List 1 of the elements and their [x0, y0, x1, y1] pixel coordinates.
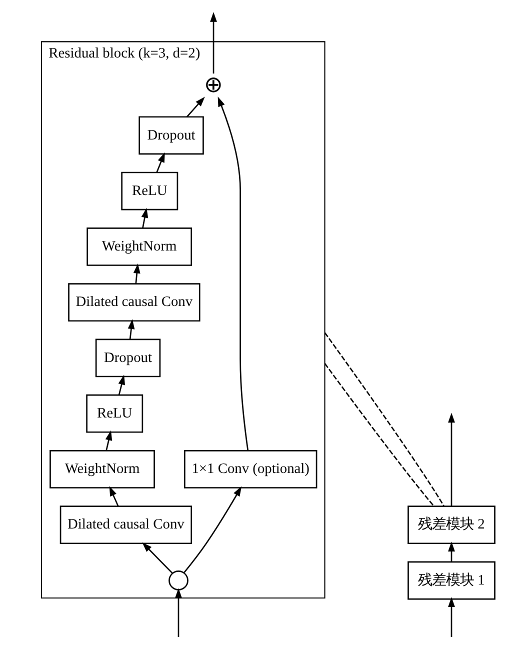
- node-text: ⊕: [204, 71, 224, 96]
